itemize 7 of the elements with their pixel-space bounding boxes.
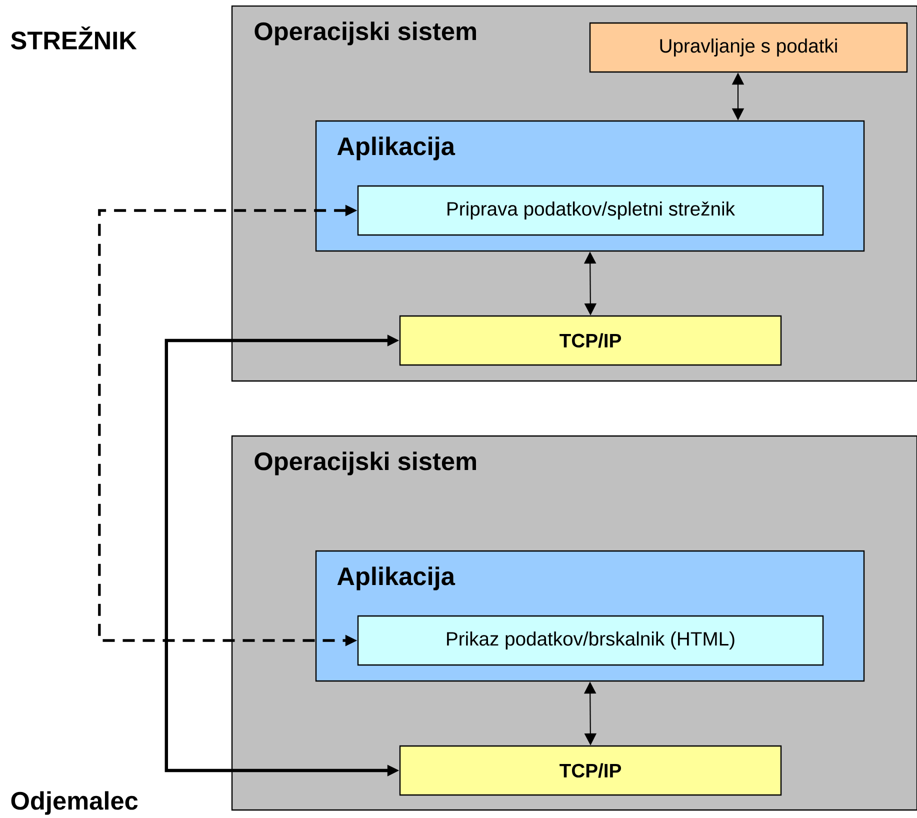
process-box: Priprava podatkov/spletni strežnik (357, 185, 824, 236)
protocol-box: TCP/IP (399, 745, 782, 796)
protocol-box: TCP/IP (399, 315, 782, 366)
process-box: Prikaz podatkov/brskalnik (HTML) (357, 615, 824, 666)
side-label: STREŽNIK (11, 26, 137, 50)
process-box: Upravljanje s podatki (589, 22, 908, 73)
side-label: Odjemalec (11, 791, 138, 815)
